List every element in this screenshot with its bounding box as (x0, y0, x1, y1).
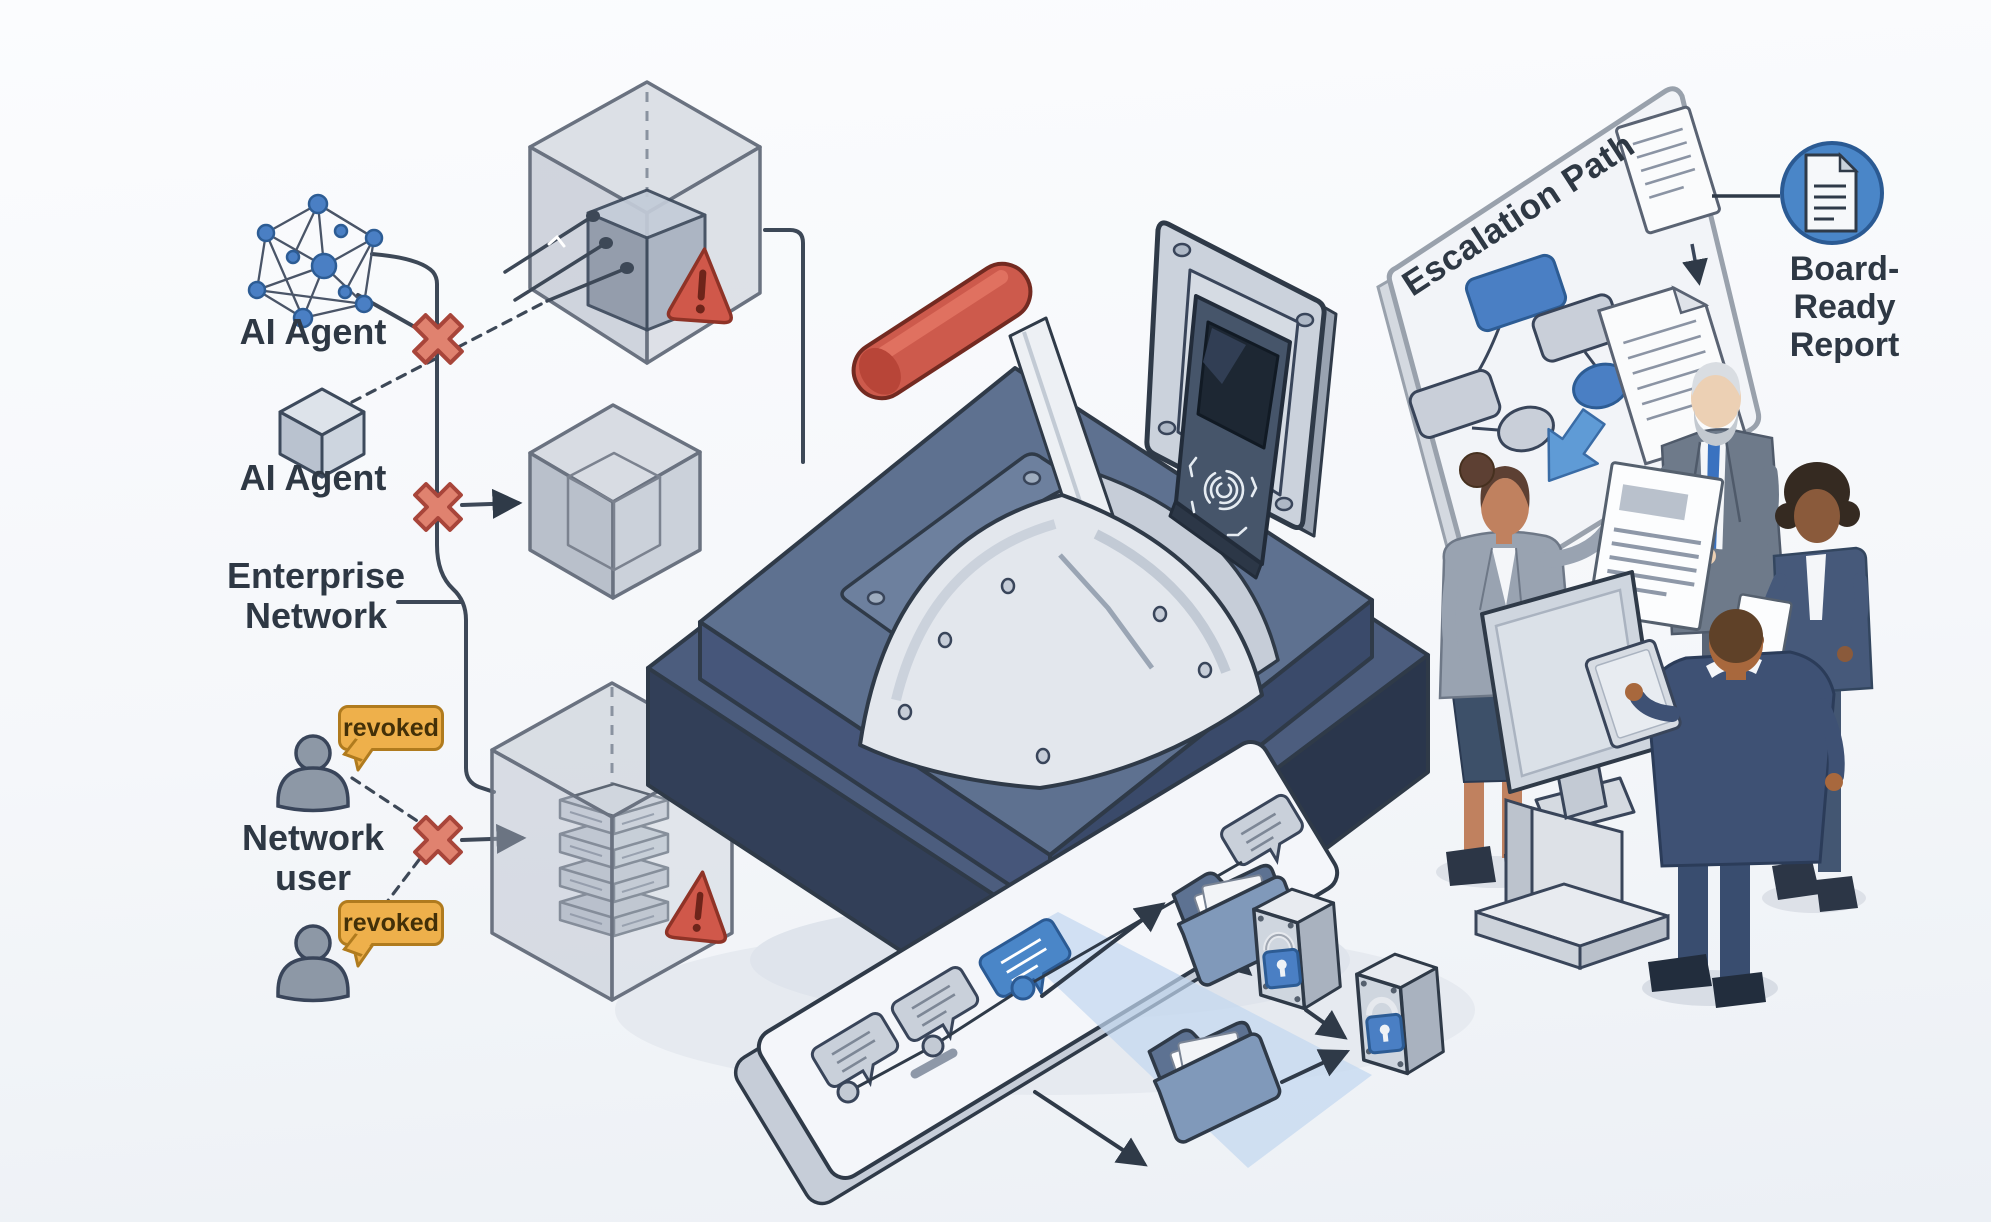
board-ready-report-label: Board-Ready Report (1789, 250, 1900, 365)
board-arrow-down (1682, 243, 1708, 286)
network-user-label: Network user (241, 817, 385, 899)
sandbox-cube-top (503, 80, 762, 365)
ai-agent-cube-icon (278, 387, 366, 479)
fingerprint-scanner-icon (1144, 220, 1338, 580)
x-mark-icon-bottom (413, 815, 463, 865)
isolated-cube-middle (528, 403, 702, 600)
arrow-down-icon (1547, 408, 1606, 483)
revoked-badge-bottom-text: revoked (343, 908, 439, 937)
chat-bubble-icon-1 (810, 1012, 900, 1088)
folder-icon-top (1171, 863, 1306, 987)
network-user-icon-bottom (276, 924, 350, 1003)
kill-switch (646, 261, 1430, 1054)
warning-icon-top (666, 247, 733, 325)
x-mark-icon-top (412, 313, 464, 365)
ai-agent-graph-icon (247, 193, 384, 329)
warning-icon-bottom (664, 870, 728, 944)
fingerprint-glyph (1188, 456, 1258, 537)
revoked-badge-bottom: revoked (338, 900, 444, 957)
flowchart (1408, 253, 1630, 453)
folder-icon-bottom (1147, 1020, 1282, 1144)
network-user-icon-top (276, 734, 350, 813)
revoked-badge-top-text: revoked (343, 713, 439, 742)
ai-agent-label-top: AI Agent (239, 311, 387, 352)
man-attendee (1584, 609, 1845, 1008)
chat-bubble-icon-4 (1220, 793, 1304, 867)
revoked-badge-top: revoked (338, 705, 444, 762)
meeting-group (1436, 362, 1874, 1008)
chat-bubble-icon-2 (890, 966, 980, 1042)
server-stack-icon (558, 782, 670, 938)
x-mark-icon-middle (413, 482, 463, 532)
kill-switch-handle (851, 261, 1033, 401)
lock-icon-1 (1252, 887, 1342, 1011)
report-badge-icon (1780, 141, 1884, 245)
enterprise-network-label: Enterprise Network (226, 555, 406, 637)
board-document-small (1615, 105, 1721, 235)
lock-icon-2 (1355, 952, 1445, 1076)
ai-agent-label-bottom: AI Agent (239, 457, 387, 498)
